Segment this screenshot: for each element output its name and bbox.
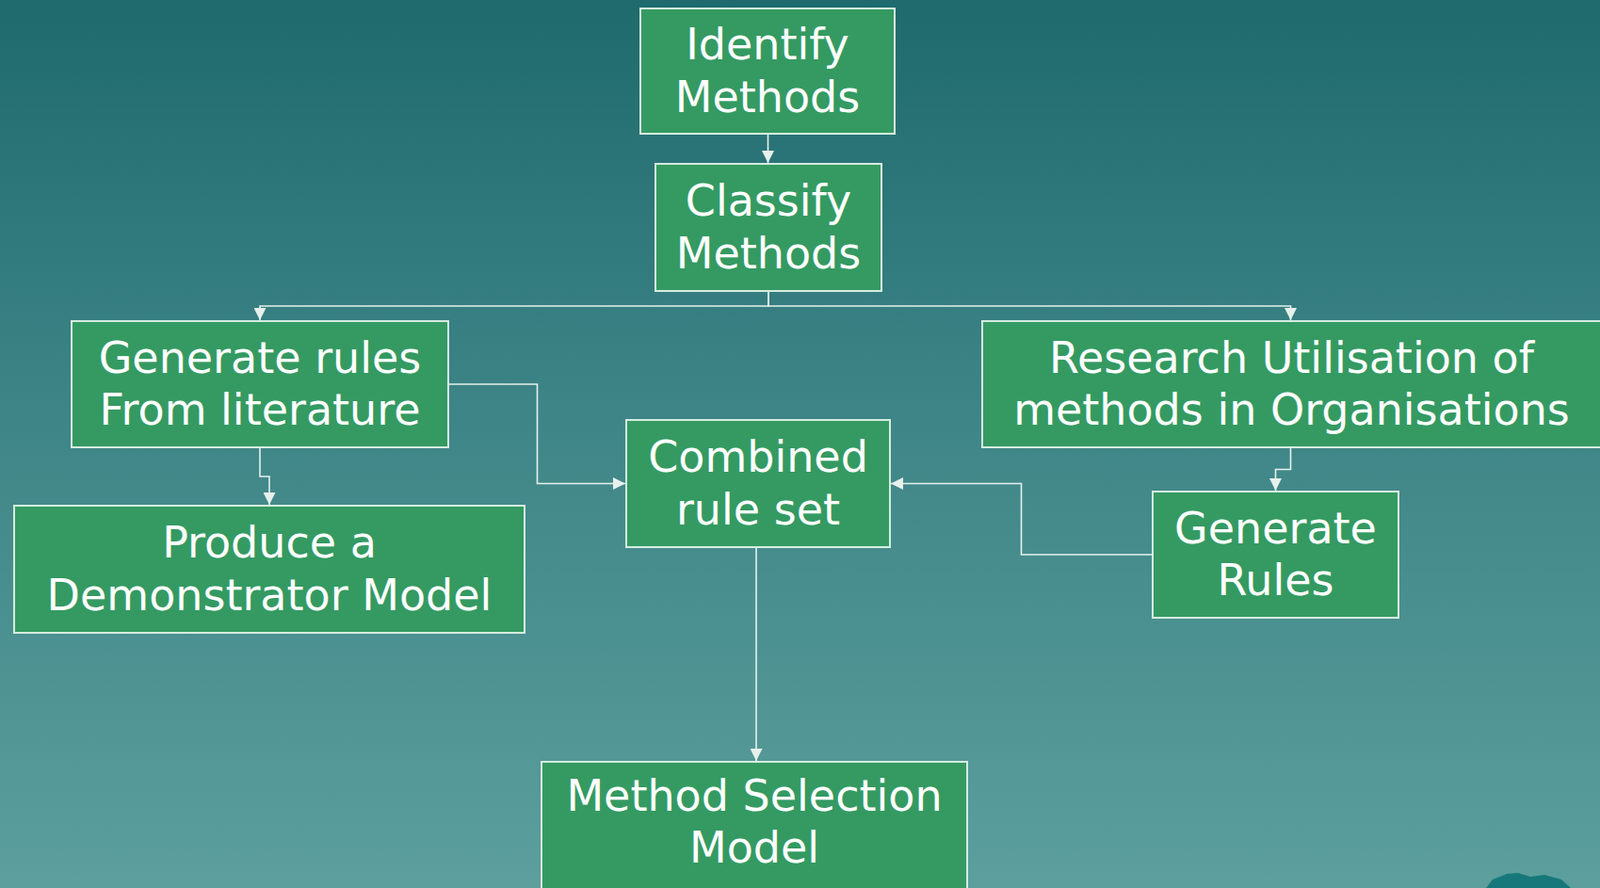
connector-arrow [259, 291, 769, 321]
process-box: Combined rule set [625, 419, 891, 549]
connector-arrow [768, 291, 1292, 321]
process-box: Research Utilisation of methods in Organ… [981, 320, 1600, 449]
box-label: Method Selection Model [555, 770, 954, 874]
box-label: Produce a Demonstrator Model [28, 517, 511, 621]
box-label: Classify Methods [669, 175, 868, 279]
process-box: Identify Methods [639, 7, 896, 135]
connector-arrow [449, 384, 626, 485]
box-label: Identify Methods [654, 18, 881, 123]
connector-arrow [890, 484, 1152, 556]
process-box: Classify Methods [654, 162, 883, 292]
box-label: Research Utilisation of methods in Organ… [996, 332, 1587, 437]
connector-arrow [755, 548, 758, 761]
box-label: Generate Rules [1166, 502, 1385, 607]
connector-arrow [1276, 448, 1292, 491]
box-label: Generate rules From literature [85, 332, 435, 437]
process-box: Method Selection Model [540, 760, 969, 888]
connector-arrow [767, 134, 770, 163]
corner-ornament [1486, 872, 1571, 888]
connector-arrow [259, 448, 270, 505]
box-label: Combined rule set [640, 431, 876, 535]
process-box: Produce a Demonstrator Model [13, 504, 526, 634]
process-box: Generate rules From literature [70, 320, 450, 449]
process-box: Generate Rules [1151, 490, 1400, 619]
